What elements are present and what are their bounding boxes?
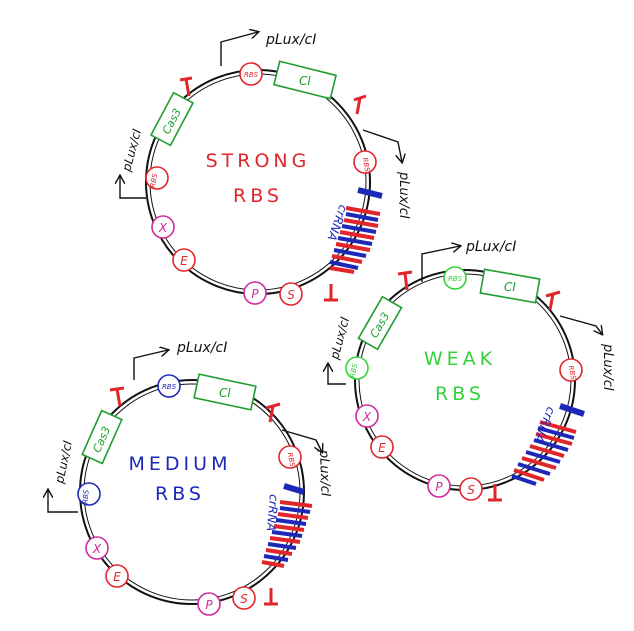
rbs-label: RBS [244, 71, 259, 79]
e-site [370, 435, 394, 459]
crrna-spacer [283, 483, 305, 495]
terminator [545, 290, 561, 311]
rbs-marker [345, 356, 369, 380]
terminator [109, 386, 125, 407]
cas3-gene-box [357, 295, 403, 351]
rbs-label: RBS [567, 365, 577, 381]
plasmid-subtitle: RBS [435, 383, 485, 405]
plasmid-strong: pLux/cI RBS CI pLux/cI RBS [119, 32, 411, 306]
e-site [105, 564, 129, 588]
plasmid-subtitle: RBS [155, 483, 205, 505]
p-site-label: P [205, 598, 213, 612]
p-site-label: P [435, 480, 443, 494]
promoter-arrow [362, 129, 402, 162]
promoter-label: pLux/cI [327, 315, 352, 362]
promoter-arrow [220, 32, 258, 66]
ci-gene-label: CI [504, 280, 516, 294]
promoter-label: pLux/cI [265, 32, 316, 48]
plasmid-title: MEDIUM [129, 453, 232, 475]
promoter-arrow [328, 364, 346, 385]
s-site [459, 477, 483, 501]
plasmid-title: WEAK [424, 348, 496, 370]
ci-gene-box [479, 268, 541, 304]
s-site [279, 282, 303, 306]
terminator [397, 270, 413, 291]
promoter-label: pLux/cI [52, 439, 75, 486]
terminator [488, 484, 502, 502]
s-site [232, 586, 256, 610]
promoter-label: pLux/cI [465, 239, 516, 255]
promoter-arrow [120, 176, 146, 199]
crrna-label: crRNA [325, 203, 351, 243]
rbs-label: RBS [349, 362, 359, 378]
promoter-arrow [48, 490, 78, 513]
rbs-marker [443, 266, 467, 290]
promoter-label: pLux/cI [600, 343, 615, 391]
promoter-arrow [421, 246, 460, 282]
promoter-label: pLux/cI [119, 127, 144, 174]
crrna-array: crRNA [261, 483, 313, 568]
terminator [179, 76, 193, 97]
s-site-label: S [240, 592, 248, 606]
x-site-label: X [362, 410, 372, 424]
cas3-gene-box [149, 91, 195, 147]
rbs-marker [145, 166, 169, 190]
rbs-label: RBS [162, 383, 177, 391]
plasmid-medium: pLux/cI RBS CI pLux/cI RBS [48, 340, 333, 616]
e-site-label: E [180, 254, 188, 268]
rbs-label: RBS [448, 275, 463, 283]
x-site-label: X [92, 542, 102, 556]
rbs-marker [559, 358, 583, 382]
ci-gene-box [272, 60, 338, 100]
promoter-label: pLux/cI [176, 340, 227, 356]
plasmid-subtitle: RBS [233, 185, 283, 207]
promoter-arrow [559, 315, 602, 334]
rbs-label: RBS [286, 452, 296, 468]
rbs-marker [278, 445, 302, 469]
s-site-label: S [287, 288, 295, 302]
terminator [324, 284, 338, 302]
rbs-marker [157, 374, 181, 398]
terminator [353, 94, 367, 115]
e-site-label: E [113, 570, 121, 584]
rbs-marker [77, 482, 101, 506]
terminator [264, 588, 278, 606]
p-site [197, 592, 221, 616]
rbs-label: RBS [149, 172, 159, 188]
s-site-label: S [467, 483, 475, 497]
plasmid-weak: pLux/cI RBS CI pLux/cI RBS [327, 239, 615, 502]
ci-gene-label: CI [299, 74, 311, 88]
rbs-label: RBS [81, 489, 90, 504]
cas3-gene-box [81, 409, 123, 465]
p-site-label: P [251, 287, 259, 301]
promoter-label: pLux/cI [396, 171, 411, 219]
promoter-arrow [133, 350, 168, 380]
x-site [151, 215, 175, 239]
terminator [265, 402, 281, 423]
rbs-marker [239, 62, 263, 86]
x-site-label: X [158, 221, 168, 235]
p-site [427, 474, 451, 498]
p-site [243, 281, 267, 305]
e-site-label: E [378, 441, 386, 455]
crrna-spacer [357, 187, 383, 199]
crrna-label: crRNA [264, 494, 281, 532]
promoter-arrow [281, 429, 322, 452]
promoter-label: pLux/cI [316, 449, 333, 497]
ci-gene-label: CI [219, 386, 231, 400]
ci-gene-box [193, 373, 257, 411]
rbs-marker [353, 150, 377, 174]
x-site [355, 404, 379, 428]
crrna-spacer [559, 403, 585, 417]
rbs-label: RBS [361, 157, 371, 173]
plasmid-title: STRONG [206, 150, 311, 172]
x-site [85, 536, 109, 560]
e-site [172, 248, 196, 272]
crrna-array: crRNA [511, 403, 585, 486]
